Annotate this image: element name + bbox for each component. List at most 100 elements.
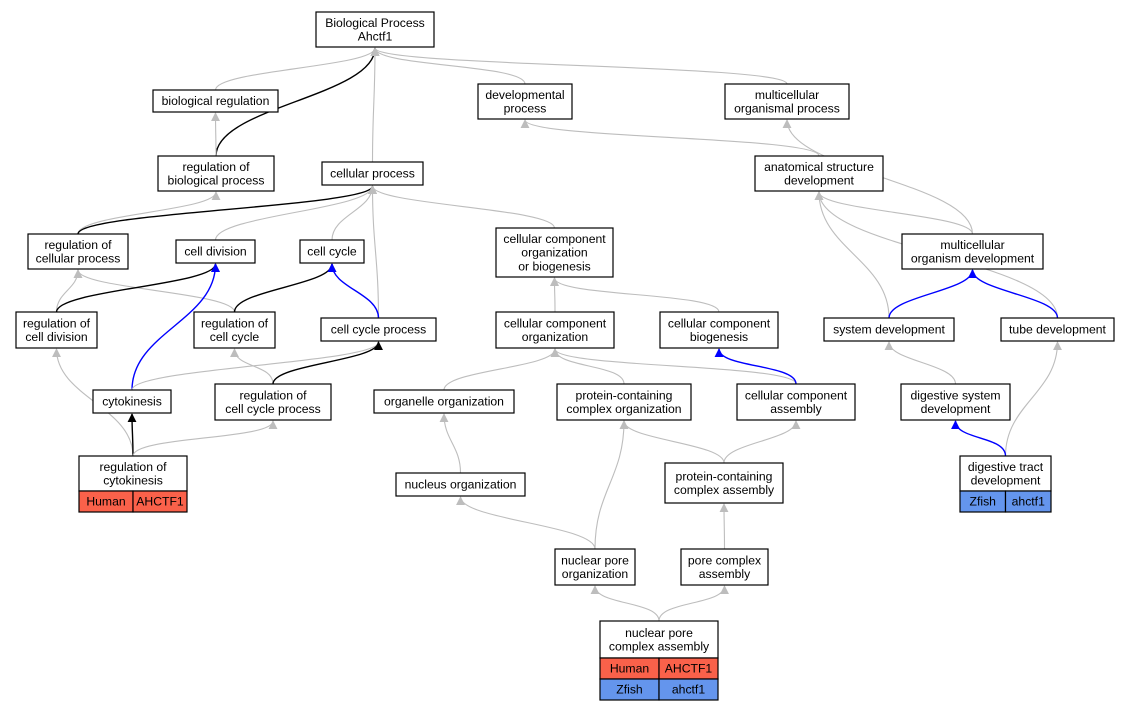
edge-regcyt-to-cytok — [127, 413, 137, 457]
edge-digtract-to-tubedev — [1004, 341, 1062, 457]
term-label-line: cytokinesis — [103, 474, 163, 488]
term-label-line: cell cycle — [210, 330, 260, 344]
term-label-line: complex assembly — [674, 483, 775, 497]
edge-regcell-to-cellproc — [77, 185, 377, 235]
term-box — [477, 83, 573, 120]
gene-symbol-label: ahctf1 — [1012, 495, 1045, 509]
term-label-line: biological regulation — [162, 94, 270, 108]
term-label-line: organization — [522, 330, 588, 344]
term-label-line: digestive system — [910, 388, 1000, 402]
edge-pcxa-to-pcasm — [719, 503, 729, 550]
term-label-line: or biogenesis — [518, 259, 591, 273]
go-term-celldiv[interactable]: cell division — [175, 239, 256, 264]
edge-regbio-to-root — [215, 47, 380, 157]
term-label-line: nuclear pore — [625, 626, 693, 640]
edge-anatdev-to-devproc — [520, 119, 820, 157]
term-label-line: cellular component — [668, 316, 771, 330]
term-label-line: regulation of — [201, 316, 269, 330]
edge-ccasm-to-ccorg — [550, 348, 797, 385]
term-box — [315, 11, 435, 48]
term-label-line: biological process — [168, 174, 265, 188]
edge-regbio-to-bioreg — [211, 112, 221, 157]
term-box — [495, 311, 615, 349]
term-box — [193, 311, 276, 349]
term-label-line: assembly — [699, 567, 751, 581]
term-box — [92, 389, 172, 414]
term-label-line: cellular component — [504, 316, 607, 330]
term-label-line: cellular component — [745, 388, 848, 402]
go-term-cellcycle[interactable]: cell cycle — [299, 239, 365, 264]
term-box — [157, 155, 275, 192]
gene-symbol-cell — [132, 490, 188, 513]
go-term-tubedev[interactable]: tube development — [1000, 317, 1115, 342]
term-box — [299, 239, 365, 264]
term-box — [599, 620, 719, 659]
term-label-line: complex organization — [566, 402, 681, 416]
gene-symbol-cell — [1004, 490, 1052, 513]
go-term-orgorg[interactable]: organelle organization — [373, 389, 515, 414]
term-label-line: protein-containing — [576, 388, 673, 402]
term-box — [15, 311, 98, 349]
edge-regcyt-to-regccp — [132, 420, 278, 457]
species-label: Human — [610, 662, 649, 676]
term-box — [900, 383, 1011, 421]
term-label-line: process — [504, 102, 547, 116]
edge-multiproc-to-root — [370, 47, 788, 85]
edge-npca-to-npo — [590, 585, 660, 622]
term-box — [959, 455, 1052, 492]
go-term-bioreg[interactable]: biological regulation — [152, 89, 279, 113]
term-label-line: nuclear pore — [561, 553, 629, 567]
term-label-line: cellular process — [330, 167, 415, 181]
term-label-line: regulation of — [239, 388, 307, 402]
edge-celldiv-to-cellproc — [214, 185, 377, 241]
term-label-line: pore complex — [688, 553, 761, 567]
term-box — [754, 155, 884, 192]
gene-symbol-label: AHCTF1 — [136, 495, 184, 509]
go-term-cellproc[interactable]: cellular process — [321, 161, 424, 186]
term-label-line: cellular component — [503, 232, 606, 246]
go-term-nucorg[interactable]: nucleus organization — [395, 472, 526, 497]
term-label-line: assembly — [770, 402, 822, 416]
term-label-line: cell cycle process — [225, 402, 321, 416]
edge-ccob-to-cellproc — [368, 185, 556, 229]
edge-regcc-to-regcell — [73, 269, 236, 313]
edge-regdiv-to-celldiv — [55, 263, 220, 313]
edge-regccp-to-regcc — [230, 348, 274, 385]
term-box — [556, 383, 692, 421]
term-box — [680, 548, 769, 586]
go-term-cytok[interactable]: cytokinesis — [92, 389, 172, 414]
gene-symbol-label: ahctf1 — [672, 683, 705, 697]
species-label: Zfish — [616, 683, 642, 697]
term-label-line: complex assembly — [609, 640, 710, 654]
term-label-line: organization — [521, 246, 587, 260]
term-label-line: system development — [833, 323, 945, 337]
go-term-sysdev[interactable]: system development — [823, 317, 955, 342]
go-term-ccproc[interactable]: cell cycle process — [320, 317, 437, 342]
edge-bioreg-to-root — [214, 47, 380, 91]
term-label-line: tube development — [1009, 323, 1107, 337]
edge-cytok-to-ccproc — [131, 341, 383, 391]
